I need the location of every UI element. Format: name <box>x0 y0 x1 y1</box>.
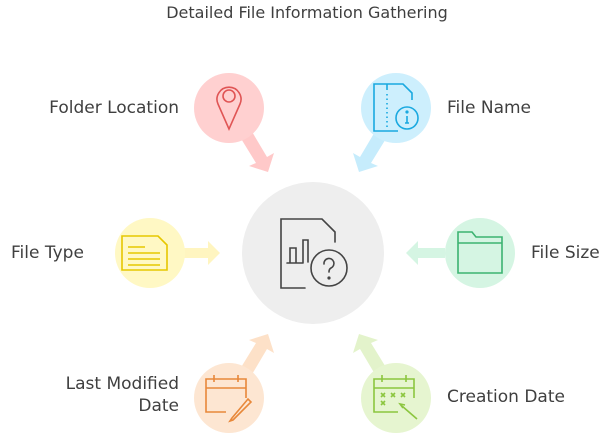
calendar-icon <box>373 375 418 420</box>
arrow-file-size <box>406 241 445 265</box>
folder-icon <box>457 231 503 274</box>
file-question-icon <box>280 218 348 289</box>
label-folder-location: Folder Location <box>49 98 179 118</box>
arrow-creation-date <box>353 334 387 376</box>
node-file-type <box>115 218 185 288</box>
center-node <box>242 182 384 324</box>
node-file-size <box>445 218 515 288</box>
label-last-modified-line2: Date <box>138 396 179 416</box>
label-file-size: File Size <box>531 243 600 263</box>
arrow-file-type <box>180 241 220 265</box>
file-info-icon <box>373 83 419 132</box>
arrow-folder-location <box>240 130 274 172</box>
diagram-title: Detailed File Information Gathering <box>166 3 448 22</box>
map-pin-icon <box>216 86 242 131</box>
label-creation-date: Creation Date <box>447 387 565 407</box>
label-file-name: File Name <box>447 98 532 118</box>
node-file-name <box>361 73 431 143</box>
node-creation-date <box>361 363 431 433</box>
arrow-last-modified <box>240 334 274 376</box>
calendar-edit-icon <box>205 375 253 423</box>
document-icon <box>121 235 168 271</box>
label-file-type: File Type <box>11 243 84 263</box>
label-last-modified-date: Last Modified Date <box>66 373 179 417</box>
arrow-file-name <box>353 130 387 172</box>
node-folder-location <box>194 73 264 143</box>
label-last-modified-line1: Last Modified <box>65 374 179 394</box>
node-last-modified-date <box>194 363 264 433</box>
